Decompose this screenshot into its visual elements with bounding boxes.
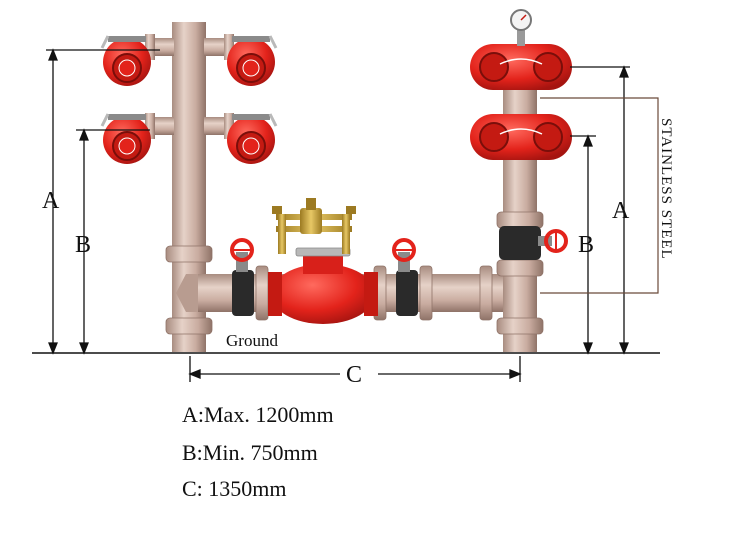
dimension-a-left [46,48,160,355]
water-meter-body [268,247,378,324]
valve-head-lower [470,114,572,160]
dimension-c [188,356,522,382]
dimension-a-left-label: A [42,188,60,214]
pressure-gauge-icon [510,9,532,46]
dimension-b-left [76,128,150,355]
landing-valve-icon [227,113,278,164]
brass-bypass-assembly [272,198,356,254]
legend-item-c: C: 1350mm [182,476,287,501]
landing-valve-icon [227,35,278,86]
dimension-b-right [570,134,596,355]
dimension-a-right [570,65,630,355]
gate-valve-handwheel-icon [230,238,254,272]
legend-item-a: A:Max. 1200mm [182,402,334,427]
dimension-b-right-label: B [578,232,595,258]
valve-head-upper [470,44,572,90]
landing-valve-icon [100,35,151,86]
gate-valve-handwheel-icon [538,229,568,253]
legend-item-b: B:Min. 750mm [182,440,318,465]
dimension-b-left-label: B [75,232,92,258]
dimension-a-right-label: A [612,198,630,224]
landing-valve-icon [100,113,151,164]
left-standpipe [145,22,234,352]
dimension-c-label: C [346,362,363,388]
stainless-steel-bracket [540,97,659,294]
ground-label: Ground [226,331,278,350]
gate-valve-handwheel-icon [392,238,416,272]
stainless-steel-label: STAINLESS STEEL [658,118,674,260]
